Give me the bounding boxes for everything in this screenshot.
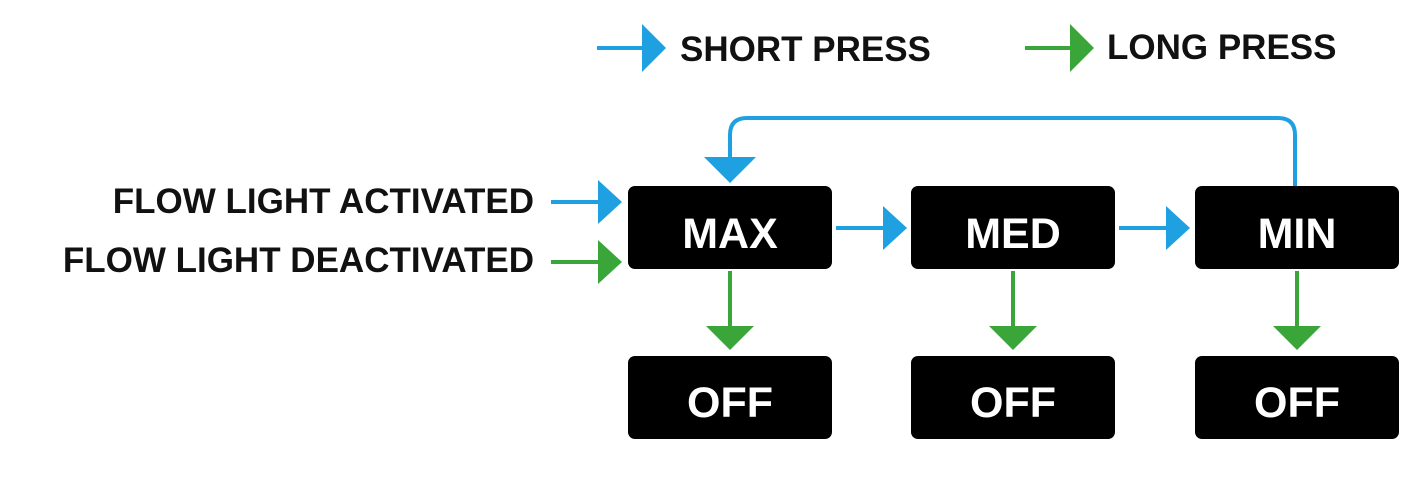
off-state-max-box — [628, 356, 832, 439]
off-state-max-label: OFF — [687, 379, 773, 427]
state-max-box — [628, 186, 832, 269]
med-to-min-arrow — [1119, 206, 1190, 250]
legend-short-press-label: SHORT PRESS — [680, 30, 931, 69]
short-press-arrow-icon — [597, 24, 666, 72]
state-med-label: MED — [965, 210, 1061, 258]
legend-short-press: SHORT PRESS — [597, 24, 931, 72]
state-max-label: MAX — [682, 210, 778, 258]
off-state-min-box — [1195, 356, 1399, 439]
max-to-off-arrow — [706, 271, 754, 350]
min-to-off-arrow — [1273, 271, 1321, 350]
off-state-min-label: OFF — [1254, 379, 1340, 427]
max-to-med-arrow — [836, 206, 907, 250]
state-med-box — [911, 186, 1115, 269]
legend-long-press-label: LONG PRESS — [1107, 28, 1336, 67]
med-to-off-arrow — [989, 271, 1037, 350]
long-press-arrow-icon — [1025, 24, 1094, 72]
off-state-med-label: OFF — [970, 379, 1056, 427]
state-min-label: MIN — [1258, 210, 1337, 258]
off-state-med: OFF — [911, 356, 1115, 439]
off-state-med-box — [911, 356, 1115, 439]
deactivated-input-arrow — [551, 240, 622, 284]
loop-back-arrow-head — [704, 157, 756, 183]
legend: SHORT PRESS LONG PRESS — [597, 24, 1336, 72]
flow-light-activated-label: FLOW LIGHT ACTIVATED — [113, 182, 534, 221]
state-min: MIN — [1195, 186, 1399, 269]
off-state-max: OFF — [628, 356, 832, 439]
loop-back-arrow — [704, 116, 1297, 186]
state-min-box — [1195, 186, 1399, 269]
activated-input-arrow — [551, 180, 622, 224]
state-max: MAX — [628, 186, 832, 269]
off-state-min: OFF — [1195, 356, 1399, 439]
flow-light-deactivated-label: FLOW LIGHT DEACTIVATED — [63, 241, 534, 280]
legend-long-press: LONG PRESS — [1025, 24, 1336, 72]
state-med: MED — [911, 186, 1115, 269]
